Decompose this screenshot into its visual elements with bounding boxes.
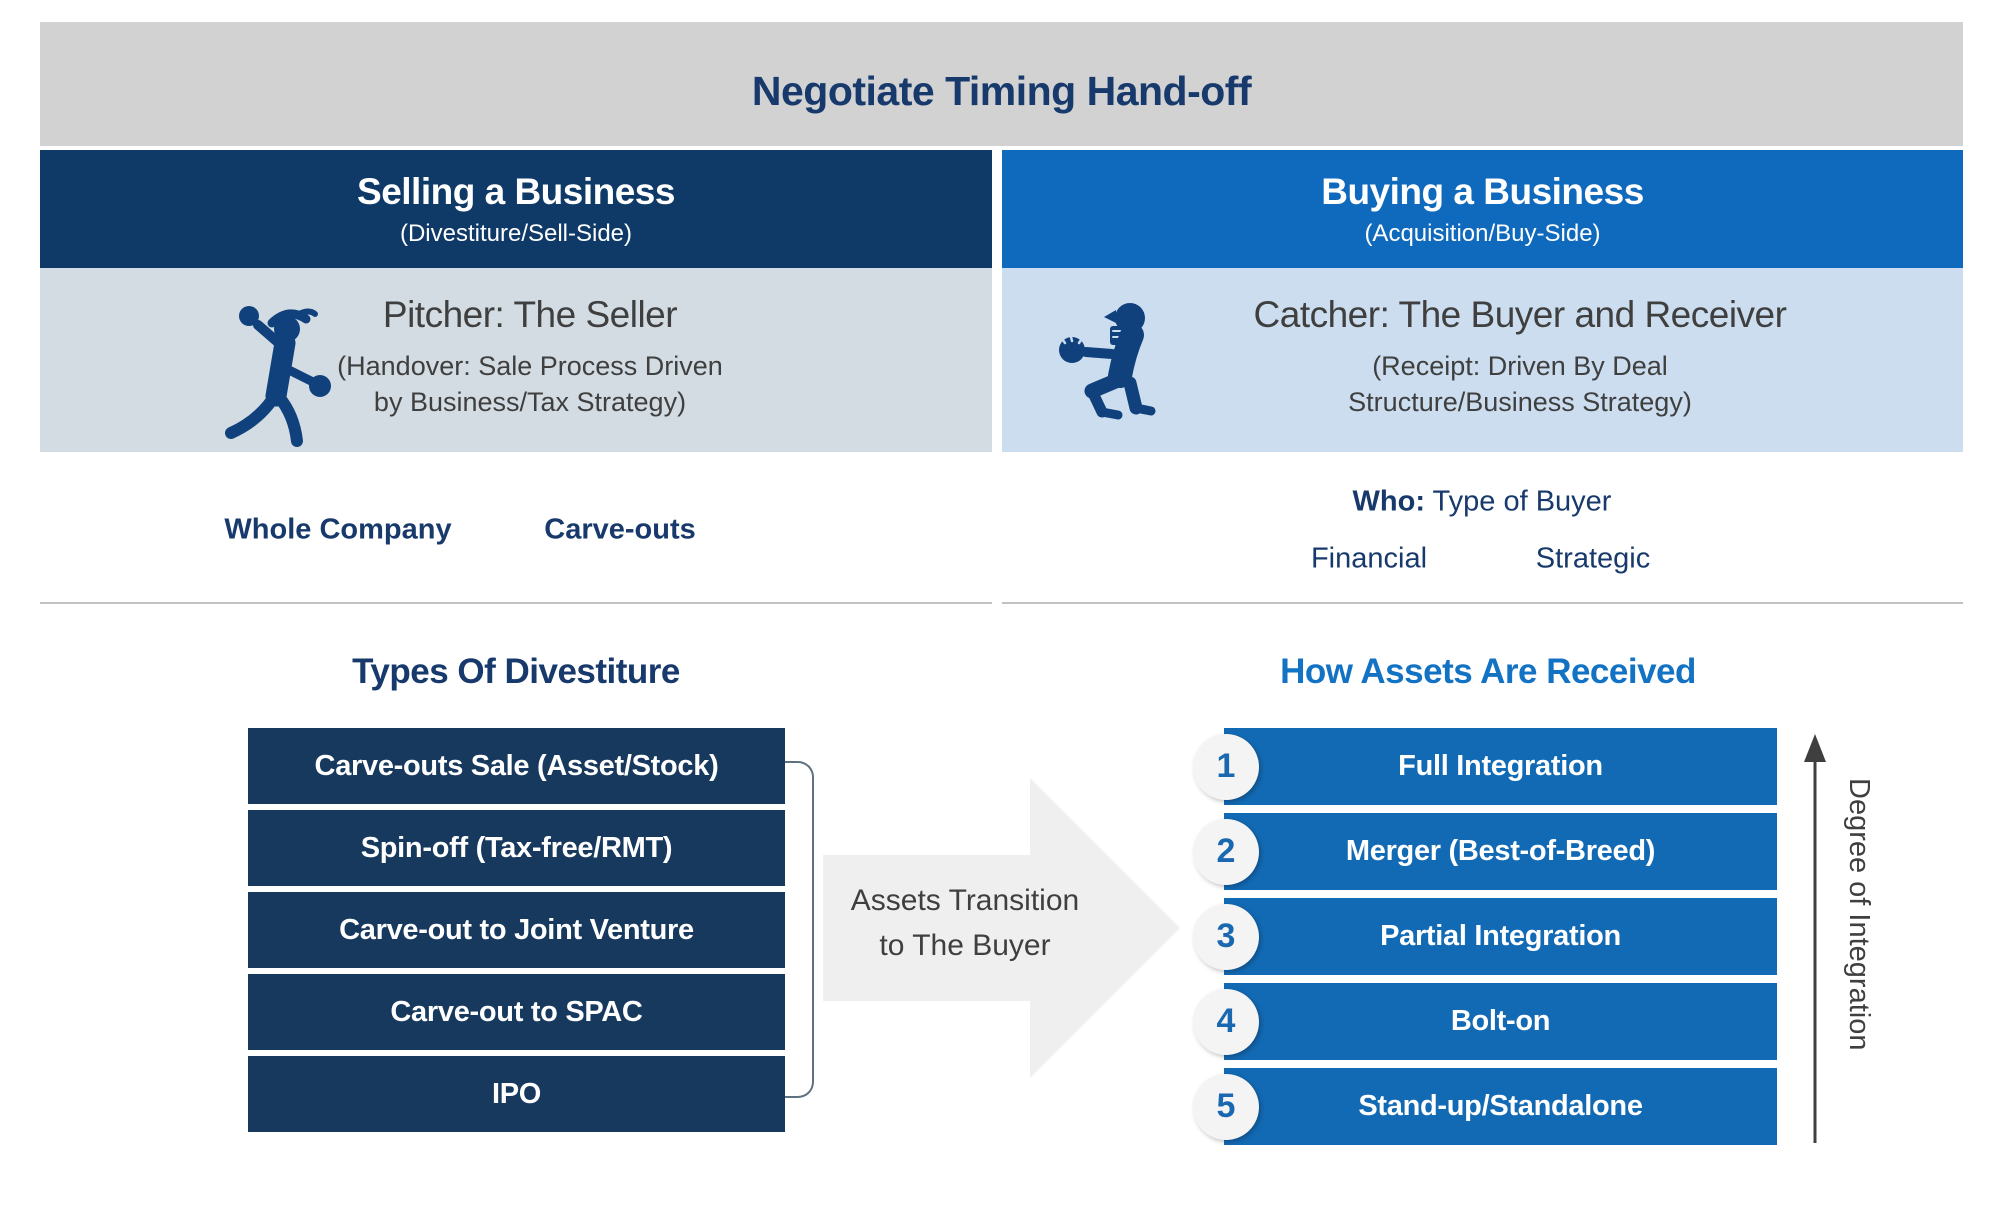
who-text: Type of Buyer [1425,485,1612,518]
list-bracket [785,761,814,1098]
catcher-role-text: Catcher: The Buyer and Receiver (Receipt… [1200,294,1840,420]
list-item: 4 Bolt-on [1193,983,1777,1060]
divestiture-item-spac: Carve-out to SPAC [248,974,785,1050]
number-badge-2: 2 [1193,818,1259,885]
types-of-divestiture-title: Types Of Divestiture [352,652,680,691]
received-item-full-integration: Full Integration [1224,728,1777,805]
scope-option-carve-outs: Carve-outs [544,513,696,546]
transition-text-line1: Assets Transition [850,884,1080,917]
scope-option-whole-company: Whole Company [224,513,452,546]
catcher-role-title: Catcher: The Buyer and Receiver [1253,294,1787,335]
who-label: Who: [1352,485,1425,518]
degree-of-integration-label: Degree of Integration [1843,778,1875,1051]
list-item: 5 Stand-up/Standalone [1193,1068,1777,1145]
selling-header-subtitle: (Divestiture/Sell-Side) [399,219,633,247]
catcher-role-subtitle-line1: (Receipt: Driven By Deal [1372,351,1668,381]
number-badge-3: 3 [1193,903,1259,970]
received-item-partial-integration: Partial Integration [1224,898,1777,975]
received-item-merger: Merger (Best-of-Breed) [1224,813,1777,890]
catcher-role-subtitle-line2: Structure/Business Strategy) [1348,387,1692,417]
divestiture-list: Carve-outs Sale (Asset/Stock) Spin-off (… [248,728,785,1132]
pitcher-role-title: Pitcher: The Seller [382,294,678,335]
list-item: 3 Partial Integration [1193,898,1777,975]
up-arrow-icon [1804,734,1826,1143]
number-badge-1: 1 [1193,733,1259,800]
received-assets-list: 1 Full Integration 2 Merger (Best-of-Bre… [1193,728,1777,1145]
buying-header-subtitle: (Acquisition/Buy-Side) [1364,219,1601,247]
divestiture-item-carve-outs-sale: Carve-outs Sale (Asset/Stock) [248,728,785,804]
selling-header: Selling a Business (Divestiture/Sell-Sid… [40,150,992,268]
pitcher-role-text: Pitcher: The Seller (Handover: Sale Proc… [300,294,760,420]
received-item-bolt-on: Bolt-on [1224,983,1777,1060]
list-item: 2 Merger (Best-of-Breed) [1193,813,1777,890]
page-title: Negotiate Timing Hand-off [751,67,1252,114]
number-badge-4: 4 [1193,988,1259,1055]
transition-arrow-icon [823,778,1180,1078]
divestiture-item-spin-off: Spin-off (Tax-free/RMT) [248,810,785,886]
buying-role-band [1002,268,1963,452]
list-item: 1 Full Integration [1193,728,1777,805]
selling-role-band [40,268,992,452]
divestiture-item-ipo: IPO [248,1056,785,1132]
buying-header-title: Buying a Business [1321,170,1644,212]
pitcher-icon [225,306,331,447]
transition-text-line2: to The Buyer [879,929,1051,962]
divider-left [40,602,992,604]
catcher-icon [1058,303,1156,420]
buying-header: Buying a Business (Acquisition/Buy-Side) [1002,150,1963,268]
selling-header-title: Selling a Business [357,170,675,212]
who-type-of-buyer: Who: Type of Buyer [1353,486,1612,519]
title-band: Negotiate Timing Hand-off [40,22,1963,146]
pitcher-role-subtitle-line2: by Business/Tax Strategy) [373,387,687,417]
pitcher-role-subtitle-line1: (Handover: Sale Process Driven [337,351,723,381]
how-assets-are-received-title: How Assets Are Received [1280,652,1696,691]
divestiture-item-joint-venture: Carve-out to Joint Venture [248,892,785,968]
received-item-stand-up: Stand-up/Standalone [1224,1068,1777,1145]
buyer-type-financial: Financial [1310,542,1428,575]
buyer-type-strategic: Strategic [1535,542,1651,575]
transition-text: Assets Transition to The Buyer [800,878,1130,968]
divider-right [1002,602,1963,604]
number-badge-5: 5 [1193,1073,1259,1140]
